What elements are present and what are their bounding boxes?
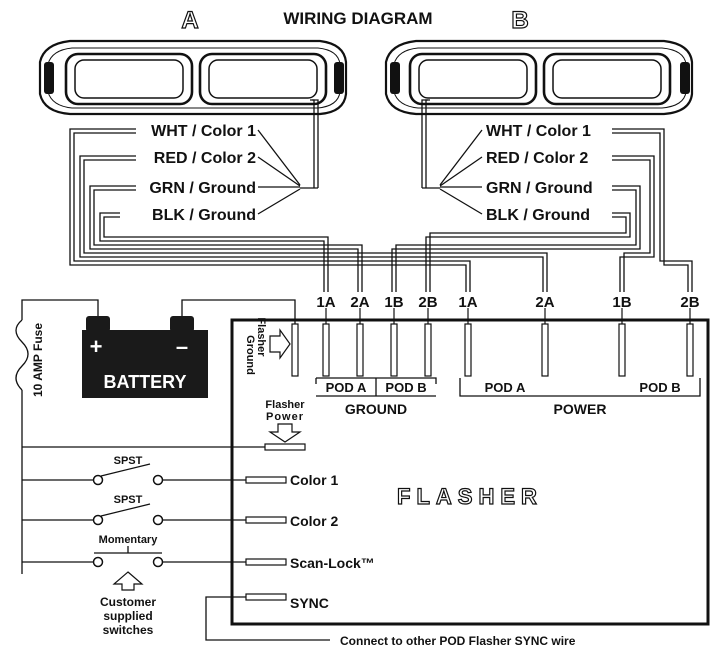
- pod-letter-b: B: [511, 7, 528, 34]
- switch3-label: Momentary: [99, 534, 159, 546]
- terminal-ground-1b: 1B: [384, 294, 403, 311]
- sync-lead: [245, 593, 287, 601]
- terminal-ground-2a: 2A: [350, 294, 369, 311]
- power-bracket: [459, 378, 701, 397]
- flasher-ground-arrow: [269, 328, 291, 360]
- flasher-name: FLASHER: [397, 484, 543, 509]
- battery-positive-wire: [21, 299, 99, 320]
- flasher-ground-label-line2: Ground: [244, 335, 256, 375]
- ground-pod-a-label: POD A: [326, 380, 367, 395]
- pod-light-b: [384, 39, 694, 116]
- terminal-power-2b: 2B: [680, 294, 699, 311]
- pod-b-green-wire-label: GRN / Ground: [486, 180, 593, 197]
- color1-input-label: Color 1: [290, 472, 338, 488]
- flasher-box: [230, 318, 710, 626]
- pod-b-white-wire-label: WHT / Color 1: [486, 123, 591, 140]
- flasher-power-arrow: [268, 423, 302, 443]
- ground-bracket-top: [315, 377, 437, 384]
- pod-letter-a: A: [181, 7, 198, 34]
- flasher-top-leads: [291, 308, 694, 377]
- scanlock-input-label: Scan-Lock™: [290, 555, 375, 571]
- switch2-label: SPST: [114, 494, 143, 506]
- pod-a-green-wire-label: GRN / Ground: [149, 180, 256, 197]
- terminal-power-1a: 1A: [458, 294, 477, 311]
- switch3-plunger: [94, 546, 162, 554]
- pod-b-wire-runs: [391, 128, 693, 292]
- pod-b-cable: [421, 99, 483, 215]
- ground-pod-b-label: POD B: [385, 380, 426, 395]
- battery-negative-wire: [181, 299, 296, 324]
- color2-lead: [245, 516, 287, 524]
- battery: + – BATTERY: [82, 316, 208, 398]
- sync-wire: [205, 596, 330, 641]
- switch3-contact-right: [152, 556, 164, 568]
- pod-b-red-wire-label: RED / Color 2: [486, 150, 588, 167]
- fuse-label: 10 AMP Fuse: [31, 323, 45, 397]
- switch3-contact-left: [92, 556, 104, 568]
- power-pod-b-label: POD B: [639, 380, 680, 395]
- power-group-label: POWER: [554, 401, 607, 417]
- ground-group-label: GROUND: [345, 401, 407, 417]
- sync-input-label: SYNC: [290, 595, 329, 611]
- power-pod-a-label: POD A: [485, 380, 526, 395]
- pod-a-red-wire-label: RED / Color 2: [154, 150, 256, 167]
- terminal-power-2a: 2A: [535, 294, 554, 311]
- flasher-power-label-line2: Power: [266, 411, 304, 423]
- customer-label-line3: switches: [103, 623, 154, 637]
- switch2-contact-right: [152, 514, 164, 526]
- switch1-label: SPST: [114, 455, 143, 467]
- flasher-ground-label-line1: Flasher: [255, 317, 267, 357]
- pod-a-black-wire-label: BLK / Ground: [152, 207, 256, 224]
- fuse-symbol: [15, 319, 29, 391]
- switch2-contact-left: [92, 514, 104, 526]
- customer-label-line2: supplied: [103, 609, 152, 623]
- customer-switches-arrow: [112, 571, 144, 591]
- pod-b-black-wire-label: BLK / Ground: [486, 207, 590, 224]
- switch2-lever: [100, 503, 151, 517]
- pod-a-cable: [257, 99, 319, 215]
- pod-light-a: [38, 39, 348, 116]
- switch1-lever: [100, 463, 151, 477]
- color2-input-label: Color 2: [290, 513, 338, 529]
- sync-note: Connect to other POD Flasher SYNC wire: [340, 634, 576, 648]
- color1-lead: [245, 476, 287, 484]
- battery-minus-terminal: –: [176, 334, 188, 359]
- pod-a-white-wire-label: WHT / Color 1: [151, 123, 256, 140]
- switch1-contact-left: [92, 474, 104, 486]
- terminal-ground-2b: 2B: [418, 294, 437, 311]
- scanlock-lead: [245, 558, 287, 566]
- customer-label-line1: Customer: [100, 595, 156, 609]
- terminal-ground-1a: 1A: [316, 294, 335, 311]
- diagram-title: WIRING DIAGRAM: [283, 9, 432, 28]
- battery-label: BATTERY: [104, 372, 187, 392]
- battery-plus-terminal: +: [90, 334, 103, 359]
- flasher-power-lead: [264, 443, 306, 451]
- switch1-contact-right: [152, 474, 164, 486]
- terminal-power-1b: 1B: [612, 294, 631, 311]
- pod-a-wire-runs: [69, 128, 548, 292]
- flasher-power-label-line1: Flasher: [265, 399, 305, 411]
